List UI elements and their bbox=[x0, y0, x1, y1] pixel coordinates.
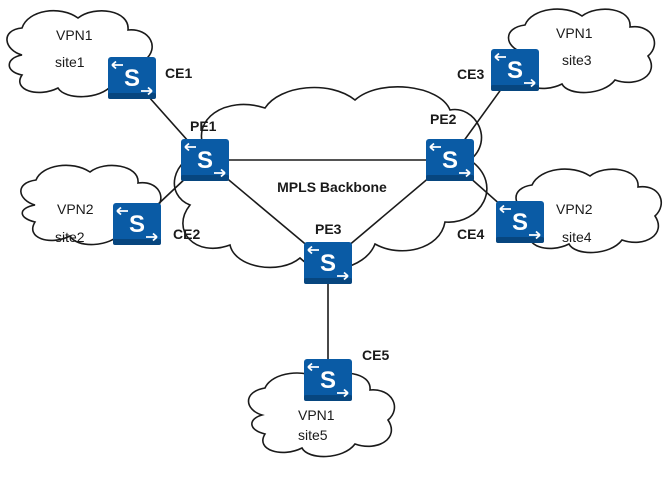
backbone-label: MPLS Backbone bbox=[277, 179, 387, 195]
ce4-device-icon[interactable] bbox=[495, 200, 545, 244]
mpls-backbone-cloud bbox=[173, 86, 488, 270]
pe2-label: PE2 bbox=[430, 111, 457, 127]
site4-vpn-label: VPN2 bbox=[556, 201, 593, 217]
ce3-device-icon[interactable] bbox=[490, 48, 540, 92]
ce4-label: CE4 bbox=[457, 226, 484, 242]
site3-name-label: site3 bbox=[562, 52, 592, 68]
site4-name-label: site4 bbox=[562, 229, 592, 245]
ce1-device-icon[interactable] bbox=[107, 56, 157, 100]
site5-name-label: site5 bbox=[298, 427, 328, 443]
site1-vpn-label: VPN1 bbox=[56, 27, 93, 43]
ce5-label: CE5 bbox=[362, 347, 389, 363]
ce1-label: CE1 bbox=[165, 65, 192, 81]
site2-name-label: site2 bbox=[55, 229, 85, 245]
site2-vpn-label: VPN2 bbox=[57, 201, 94, 217]
pe1-device-icon[interactable] bbox=[180, 138, 230, 182]
pe1-label: PE1 bbox=[190, 118, 217, 134]
site4-cloud bbox=[515, 168, 662, 254]
ce5-device-icon[interactable] bbox=[303, 358, 353, 402]
ce3-label: CE3 bbox=[457, 66, 484, 82]
pe2-device-icon[interactable] bbox=[425, 138, 475, 182]
ce2-label: CE2 bbox=[173, 226, 200, 242]
pe3-label: PE3 bbox=[315, 221, 342, 237]
site3-vpn-label: VPN1 bbox=[556, 25, 593, 41]
pe3-device-icon[interactable] bbox=[303, 241, 353, 285]
site5-vpn-label: VPN1 bbox=[298, 407, 335, 423]
ce2-device-icon[interactable] bbox=[112, 202, 162, 246]
site5-cloud bbox=[247, 372, 396, 458]
site1-name-label: site1 bbox=[55, 54, 85, 70]
